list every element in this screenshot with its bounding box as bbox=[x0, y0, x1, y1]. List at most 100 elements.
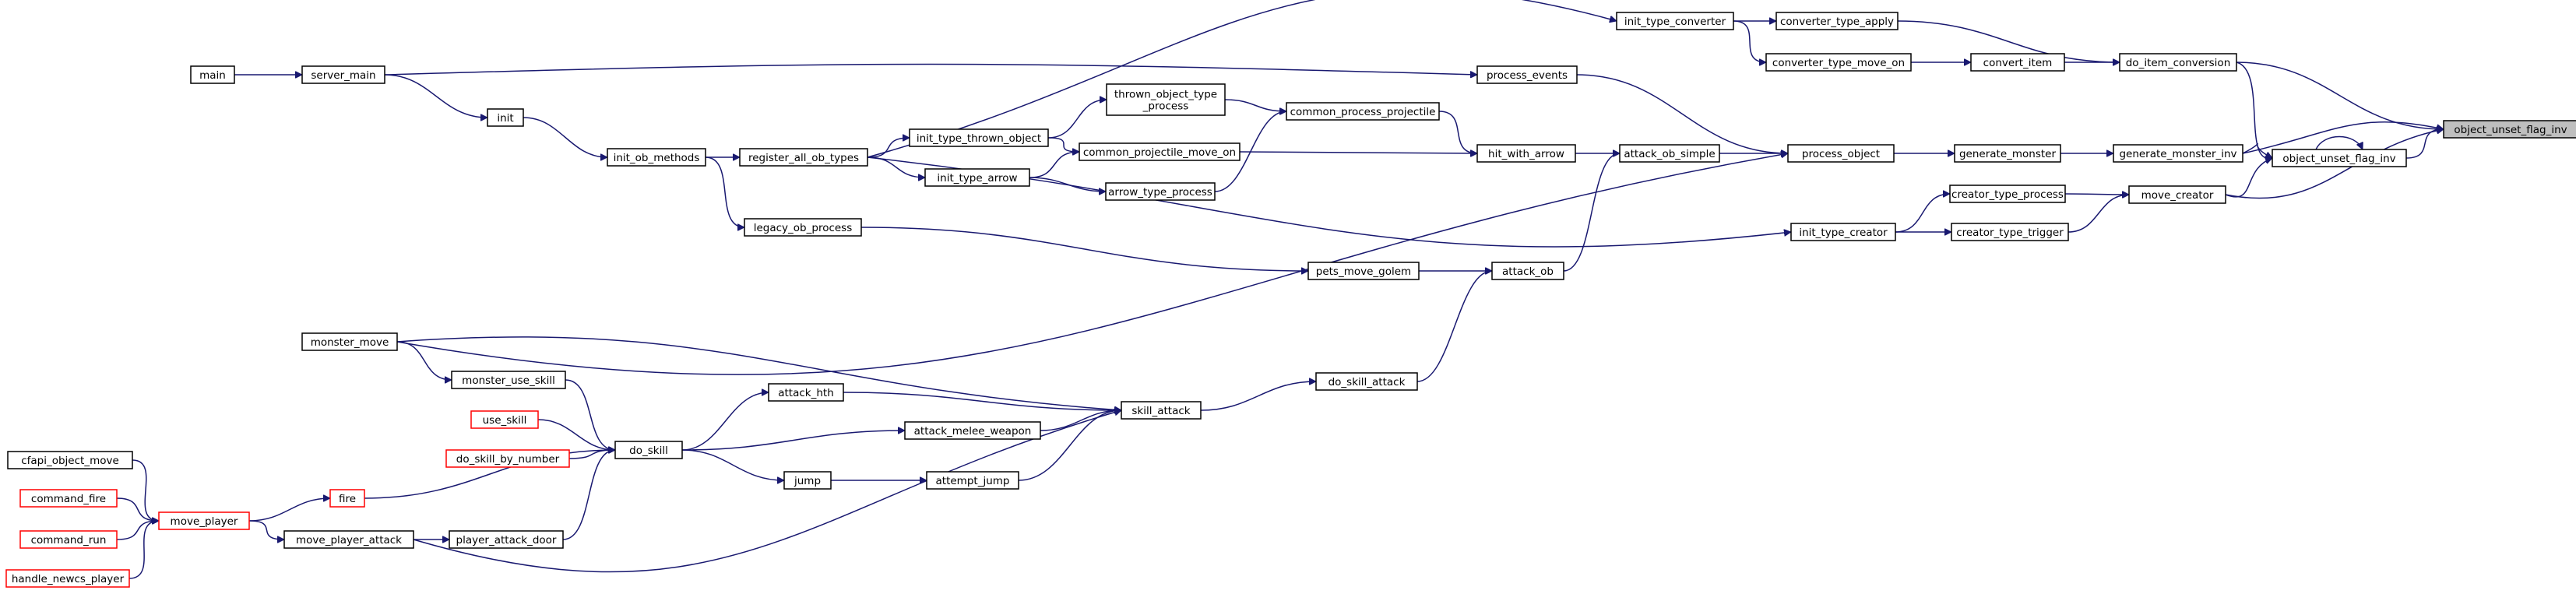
node-command-fire[interactable]: command_fire bbox=[19, 489, 118, 508]
node-label: init bbox=[497, 112, 513, 125]
node-do-skill-attack[interactable]: do_skill_attack bbox=[1315, 372, 1418, 391]
edge-server-main-to-init bbox=[384, 74, 487, 118]
node-register-all-ob-types[interactable]: register_all_ob_types bbox=[739, 148, 868, 167]
node-do-skill-by-number[interactable]: do_skill_by_number bbox=[445, 449, 570, 468]
node-generate-monster-inv[interactable]: generate_monster_inv bbox=[2113, 144, 2243, 163]
node-attack-ob[interactable]: attack_ob bbox=[1491, 262, 1564, 280]
node-box bbox=[1775, 12, 1899, 30]
node-converter-type-move-on[interactable]: converter_type_move_on bbox=[1765, 53, 1912, 72]
edge-attack-hth-to-skill-attack bbox=[843, 392, 1121, 410]
node-box bbox=[768, 383, 844, 402]
edge-attempt-jump-to-skill-attack bbox=[1018, 410, 1121, 481]
edge-common-process-projectile-to-hit-with-arrow bbox=[1438, 111, 1477, 153]
node-box bbox=[2128, 185, 2226, 204]
node-box bbox=[1476, 65, 1578, 84]
node-cfapi-object-move[interactable]: cfapi_object_move bbox=[7, 451, 133, 469]
node-monster-move[interactable]: monster_move bbox=[301, 332, 398, 351]
node-thrown-object-type-process[interactable]: thrown_object_type_process bbox=[1106, 83, 1226, 116]
node-init-type-thrown-object[interactable]: init_type_thrown_object bbox=[909, 128, 1049, 147]
node-process-events[interactable]: process_events bbox=[1476, 65, 1578, 84]
node-converter-type-apply[interactable]: converter_type_apply bbox=[1775, 12, 1899, 30]
node-label: init_type_thrown_object bbox=[917, 132, 1041, 145]
edge-register-all-ob-types-to-init-type-creator bbox=[867, 156, 1791, 248]
node-label: creator_type_process bbox=[1951, 188, 2064, 201]
node-monster-use-skill[interactable]: monster_use_skill bbox=[451, 371, 566, 389]
node-handle-newcs-player[interactable]: handle_newcs_player bbox=[5, 569, 130, 588]
edge-monster-use-skill-to-do-skill bbox=[565, 379, 615, 450]
node-init-type-converter[interactable]: init_type_converter bbox=[1616, 12, 1734, 30]
node-box bbox=[19, 489, 118, 508]
node-attack-melee-weapon[interactable]: attack_melee_weapon bbox=[904, 421, 1041, 440]
edge-monster-move-to-process-object bbox=[396, 153, 1788, 375]
node-box bbox=[1106, 83, 1226, 116]
node-init-ob-methods[interactable]: init_ob_methods bbox=[607, 148, 706, 167]
edge-do-skill-to-jump bbox=[681, 449, 784, 480]
node-label: process_events bbox=[1487, 69, 1568, 82]
node-label: convert_item bbox=[1983, 57, 2053, 69]
node-box bbox=[301, 332, 398, 351]
node-pets-move-golem[interactable]: pets_move_golem bbox=[1307, 262, 1420, 280]
node-init-type-creator[interactable]: init_type_creator bbox=[1790, 223, 1896, 241]
node-label: process_object bbox=[1802, 148, 1880, 160]
node-box bbox=[449, 530, 564, 549]
node-box bbox=[1315, 372, 1418, 391]
node-label: generate_monster_inv bbox=[2119, 148, 2236, 160]
node-attack-hth[interactable]: attack_hth bbox=[768, 383, 844, 402]
node-label: converter_type_move_on bbox=[1772, 57, 1905, 69]
node-box bbox=[909, 128, 1049, 147]
node-label: cfapi_object_move bbox=[21, 455, 119, 467]
edge-creator-type-trigger-to-move-creator bbox=[2067, 195, 2129, 233]
node-box bbox=[926, 471, 1019, 490]
node-box bbox=[2113, 144, 2243, 163]
node-do-skill[interactable]: do_skill bbox=[614, 441, 683, 459]
node-hit-with-arrow[interactable]: hit_with_arrow bbox=[1476, 144, 1576, 163]
node-legacy-ob-process[interactable]: legacy_ob_process bbox=[744, 218, 862, 237]
node-box bbox=[1970, 53, 2065, 72]
node-init[interactable]: init bbox=[487, 108, 524, 127]
node-label: object_unset_flag_inv bbox=[2454, 124, 2567, 136]
node-attempt-jump[interactable]: attempt_jump bbox=[926, 471, 1019, 490]
node-creator-type-process[interactable]: creator_type_process bbox=[1949, 185, 2066, 203]
node-label: object_unset_flag_inv bbox=[2282, 153, 2395, 165]
node-label: do_skill_attack bbox=[1328, 376, 1406, 388]
node-object-unset-flag-inv[interactable]: object_unset_flag_inv bbox=[2272, 149, 2407, 167]
edge-thrown-object-type-process-to-common-process-projectile bbox=[1224, 99, 1286, 111]
node-creator-type-trigger[interactable]: creator_type_trigger bbox=[1951, 223, 2069, 241]
node-object-unset-flag-inv-root[interactable]: object_unset_flag_inv bbox=[2443, 120, 2576, 139]
node-use-skill[interactable]: use_skill bbox=[470, 410, 539, 429]
node-label: init_type_converter bbox=[1624, 16, 1726, 28]
node-do-item-conversion[interactable]: do_item_conversion bbox=[2119, 53, 2237, 72]
node-common-process-projectile[interactable]: common_process_projectile bbox=[1286, 102, 1440, 121]
node-init-type-arrow[interactable]: init_type_arrow bbox=[924, 168, 1030, 187]
edge-command-fire-to-move-player bbox=[116, 497, 159, 521]
edge-register-all-ob-types-to-init-type-thrown-object bbox=[867, 138, 910, 158]
node-skill-attack[interactable]: skill_attack bbox=[1121, 401, 1202, 420]
edge-monster-move-to-monster-use-skill bbox=[396, 341, 452, 380]
node-server-main[interactable]: server_main bbox=[301, 65, 385, 84]
node-box bbox=[283, 530, 414, 549]
node-label: command_run bbox=[31, 534, 107, 547]
node-box bbox=[301, 65, 385, 84]
node-common-projectile-move-on[interactable]: common_projectile_move_on bbox=[1079, 142, 1240, 161]
node-player-attack-door[interactable]: player_attack_door bbox=[449, 530, 564, 549]
node-box bbox=[2443, 120, 2576, 139]
node-generate-monster[interactable]: generate_monster bbox=[1954, 144, 2061, 163]
node-jump[interactable]: jump bbox=[783, 471, 832, 490]
node-move-player-attack[interactable]: move_player_attack bbox=[283, 530, 414, 549]
node-convert-item[interactable]: convert_item bbox=[1970, 53, 2065, 72]
node-label: init_type_creator bbox=[1799, 227, 1888, 239]
node-box bbox=[1491, 262, 1564, 280]
node-box bbox=[470, 410, 539, 429]
node-command-run[interactable]: command_run bbox=[19, 530, 118, 549]
node-arrow-type-process[interactable]: arrow_type_process bbox=[1105, 182, 1216, 201]
node-label: use_skill bbox=[483, 414, 527, 427]
node-fire[interactable]: fire bbox=[329, 489, 365, 508]
node-main[interactable]: main bbox=[190, 65, 235, 84]
node-move-player[interactable]: move_player bbox=[158, 511, 250, 530]
node-label: register_all_ob_types bbox=[748, 152, 859, 164]
node-attack-ob-simple[interactable]: attack_ob_simple bbox=[1619, 144, 1720, 163]
node-move-creator[interactable]: move_creator bbox=[2128, 185, 2226, 204]
node-process-object[interactable]: process_object bbox=[1787, 144, 1895, 163]
edge-object-unset-flag-inv-to-object-unset-flag-inv bbox=[2315, 135, 2363, 150]
